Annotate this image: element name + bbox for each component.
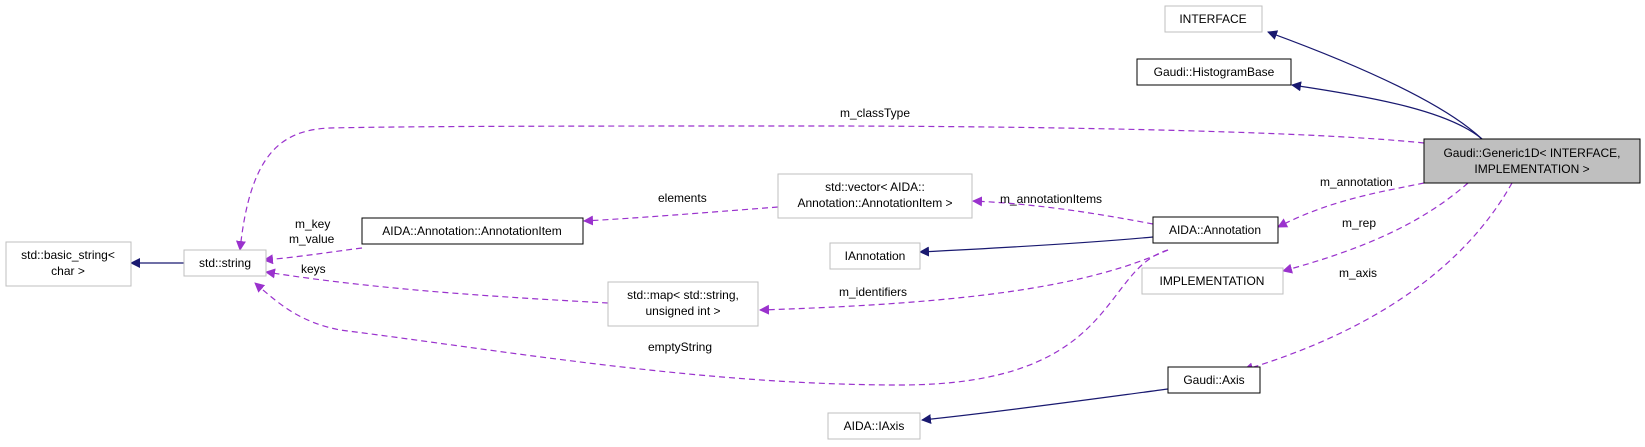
node-generic1d-box xyxy=(1423,138,1641,184)
edges xyxy=(130,30,1513,425)
edge-keys xyxy=(265,268,609,304)
edge-elements xyxy=(583,206,779,226)
label-m-axis: m_axis xyxy=(1339,266,1377,280)
label-m-classtype: m_classType xyxy=(840,106,910,120)
node-iannotation-label: IAnnotation xyxy=(845,249,906,263)
node-annotation-item[interactable]: AIDA::Annotation::AnnotationItem xyxy=(361,217,584,245)
node-aida-annotation-box xyxy=(1152,216,1279,244)
node-implementation[interactable]: IMPLEMENTATION xyxy=(1141,267,1284,295)
node-aida-annotation[interactable]: AIDA::Annotation xyxy=(1152,216,1279,244)
node-interface-label: INTERFACE xyxy=(1179,12,1246,26)
node-gaudi-axis-label: Gaudi::Axis xyxy=(1183,373,1244,387)
node-aida-iaxis-box xyxy=(827,412,921,440)
node-map-string-uint-box xyxy=(607,281,759,327)
label-m-value: m_value xyxy=(289,232,335,246)
node-map-string-uint-line1: std::map< std::string, xyxy=(627,288,739,302)
label-empty-string: emptyString xyxy=(648,340,712,354)
label-elements: elements xyxy=(658,191,707,205)
edge-m-rep xyxy=(1282,182,1469,274)
label-m-identifiers: m_identifiers xyxy=(839,285,907,299)
node-map-string-uint-line2: unsigned int > xyxy=(645,304,720,318)
label-m-annotation: m_annotation xyxy=(1320,175,1393,189)
node-gaudi-axis[interactable]: Gaudi::Axis xyxy=(1167,366,1261,394)
edge-generic1d-to-interface xyxy=(1267,30,1483,140)
label-m-key: m_key xyxy=(295,217,330,231)
node-histogram-base-label: Gaudi::HistogramBase xyxy=(1154,65,1275,79)
node-annotation-item-label: AIDA::Annotation::AnnotationItem xyxy=(382,224,561,238)
node-iannotation-box xyxy=(829,242,921,270)
node-vector-annotation-item[interactable]: std::vector< AIDA:: Annotation::Annotati… xyxy=(777,173,973,219)
node-annotation-item-box xyxy=(361,217,584,245)
edge-m-axis xyxy=(1243,182,1513,373)
node-std-string-label: std::string xyxy=(199,256,251,270)
edge-generic1d-to-histogram-base xyxy=(1291,81,1483,140)
node-std-string-box xyxy=(183,249,267,277)
node-aida-iaxis-label: AIDA::IAxis xyxy=(844,419,905,433)
label-m-annotationitems: m_annotationItems xyxy=(1000,192,1102,206)
edge-gaudi-axis-to-aida-iaxis xyxy=(921,388,1169,425)
edge-m-annotation xyxy=(1277,182,1425,228)
node-map-string-uint[interactable]: std::map< std::string, unsigned int > xyxy=(607,281,759,327)
edge-m-annotationitems xyxy=(972,196,1154,225)
node-basic-string-line2: char > xyxy=(51,264,85,278)
node-vector-annotation-item-line2: Annotation::AnnotationItem > xyxy=(797,196,952,210)
label-keys: keys xyxy=(301,262,326,276)
node-generic1d[interactable]: Gaudi::Generic1D< INTERFACE, IMPLEMENTAT… xyxy=(1423,138,1641,184)
node-vector-annotation-item-line1: std::vector< AIDA:: xyxy=(825,180,925,194)
edge-empty-string xyxy=(254,249,1169,386)
edge-labels: m_classType m_annotation m_rep m_axis el… xyxy=(289,106,1393,354)
edge-aida-annotation-to-iannotation xyxy=(919,236,1154,257)
node-interface[interactable]: INTERFACE xyxy=(1164,5,1263,33)
edge-m-identifiers xyxy=(759,249,1169,315)
node-basic-string[interactable]: std::basic_string< char > xyxy=(5,241,132,287)
node-gaudi-axis-box xyxy=(1167,366,1261,394)
node-aida-annotation-label: AIDA::Annotation xyxy=(1169,223,1261,237)
node-histogram-base[interactable]: Gaudi::HistogramBase xyxy=(1136,58,1292,86)
label-m-rep: m_rep xyxy=(1342,216,1376,230)
node-interface-box xyxy=(1164,5,1263,33)
node-generic1d-line1: Gaudi::Generic1D< INTERFACE, xyxy=(1443,146,1620,160)
node-basic-string-line1: std::basic_string< xyxy=(21,248,115,262)
edge-m-key-m-value xyxy=(263,247,363,265)
node-histogram-base-box xyxy=(1136,58,1292,86)
node-iannotation[interactable]: IAnnotation xyxy=(829,242,921,270)
node-implementation-box xyxy=(1141,267,1284,295)
edge-m-classtype xyxy=(235,125,1425,251)
node-generic1d-line2: IMPLEMENTATION > xyxy=(1474,162,1589,176)
node-std-string[interactable]: std::string xyxy=(183,249,267,277)
node-vector-annotation-item-box xyxy=(777,173,973,219)
node-basic-string-box xyxy=(5,241,132,287)
node-aida-iaxis[interactable]: AIDA::IAxis xyxy=(827,412,921,440)
node-implementation-label: IMPLEMENTATION xyxy=(1160,274,1265,288)
